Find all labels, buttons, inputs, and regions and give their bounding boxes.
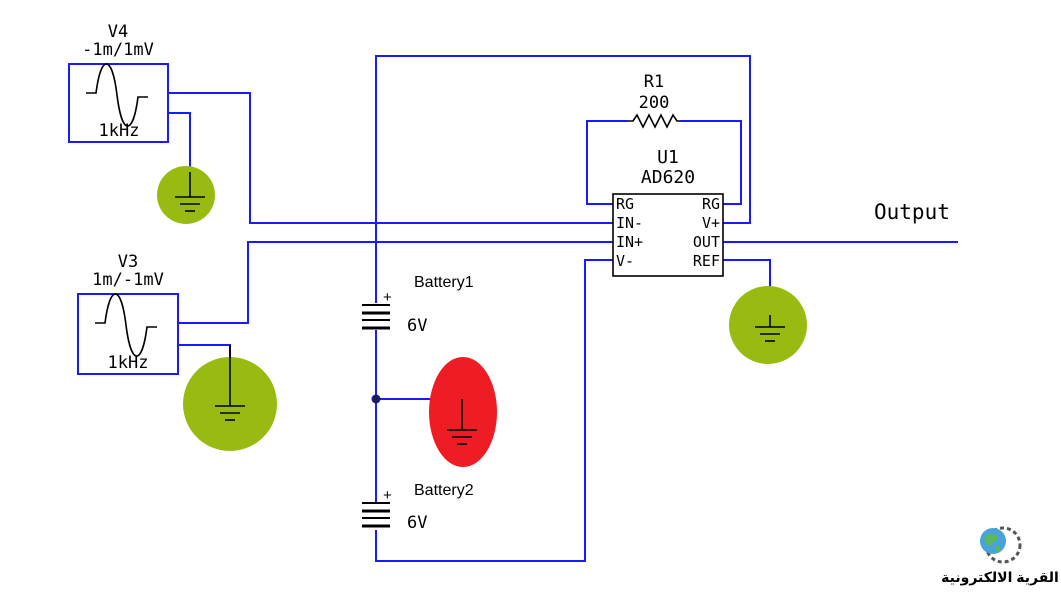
wire-v-plus-supply — [375, 55, 751, 303]
battery1-name: Battery1 — [414, 274, 474, 291]
u1-pin-in-minus: IN- — [616, 214, 643, 232]
ground-ref — [729, 286, 807, 364]
u1-pin-rg-right: RG — [702, 195, 720, 213]
ground-battery-mid — [429, 357, 497, 467]
battery-icon — [362, 304, 390, 330]
wire-v-minus-return — [375, 259, 613, 562]
logo-text: القرية الالكترونية — [941, 569, 1059, 586]
r1-name: R1 — [644, 72, 664, 92]
v4-value: -1m/1mV — [82, 40, 154, 60]
battery-1[interactable]: Battery1 + 6V — [362, 274, 474, 336]
v3-name: V3 — [118, 252, 138, 272]
globe-gear-icon — [980, 526, 1022, 564]
wire-rg-left — [586, 120, 628, 205]
source-v4[interactable]: V4 -1m/1mV 1kHz — [68, 22, 169, 143]
battery2-name: Battery2 — [414, 482, 474, 499]
wire-v4-to-in-minus — [168, 92, 613, 224]
v3-freq: 1kHz — [108, 353, 149, 373]
u1-pin-rg-left: RG — [616, 195, 634, 213]
u1-body — [612, 193, 724, 277]
resistor-zigzag-icon — [628, 113, 680, 129]
junction-node — [371, 394, 381, 404]
u1-pin-in-plus: IN+ — [616, 233, 643, 251]
ground-icon — [175, 172, 205, 212]
ground-v3 — [183, 345, 277, 451]
v4-name: V4 — [108, 22, 128, 42]
v3-sine-icon — [95, 293, 157, 357]
battery2-plus: + — [383, 487, 392, 504]
wire-v4-ground — [168, 112, 191, 172]
u1-pin-ref: REF — [693, 252, 720, 270]
wire-v3-to-in-plus — [178, 241, 613, 324]
wire-rg-right — [680, 120, 742, 205]
battery-2[interactable]: Battery2 + 6V — [362, 482, 474, 533]
battery1-value: 6V — [407, 316, 427, 336]
ground-icon — [447, 399, 477, 445]
u1-pin-v-minus: V- — [616, 252, 634, 270]
v4-box — [68, 63, 169, 143]
r1-value: 200 — [639, 93, 670, 113]
u1-part: AD620 — [641, 167, 695, 188]
v3-value: 1m/-1mV — [92, 270, 164, 290]
v3-box — [77, 293, 179, 375]
battery2-value: 6V — [407, 513, 427, 533]
source-v3[interactable]: V3 1m/-1mV 1kHz — [77, 252, 179, 375]
ground-ref-halo — [729, 286, 807, 364]
u1-pin-v-plus: V+ — [702, 214, 720, 232]
ground-v4-halo — [157, 166, 215, 224]
v4-freq: 1kHz — [99, 121, 140, 141]
battery-icon — [362, 502, 390, 528]
v4-sine-icon — [86, 63, 148, 127]
u1-name: U1 — [657, 147, 679, 168]
ground-battery-mid-halo — [429, 357, 497, 467]
output-label: Output — [874, 200, 950, 224]
ground-v4 — [157, 166, 215, 224]
ground-icon — [215, 345, 245, 421]
opamp-u1[interactable]: U1 AD620 RG IN- IN+ V- RG V+ OUT REF — [612, 147, 724, 277]
resistor-r1[interactable]: R1 200 — [628, 72, 680, 129]
ground-icon — [755, 315, 785, 342]
wires — [168, 55, 958, 562]
u1-pin-out: OUT — [693, 233, 720, 251]
logo: القرية الالكترونية — [941, 526, 1059, 586]
battery1-plus: + — [383, 289, 392, 306]
